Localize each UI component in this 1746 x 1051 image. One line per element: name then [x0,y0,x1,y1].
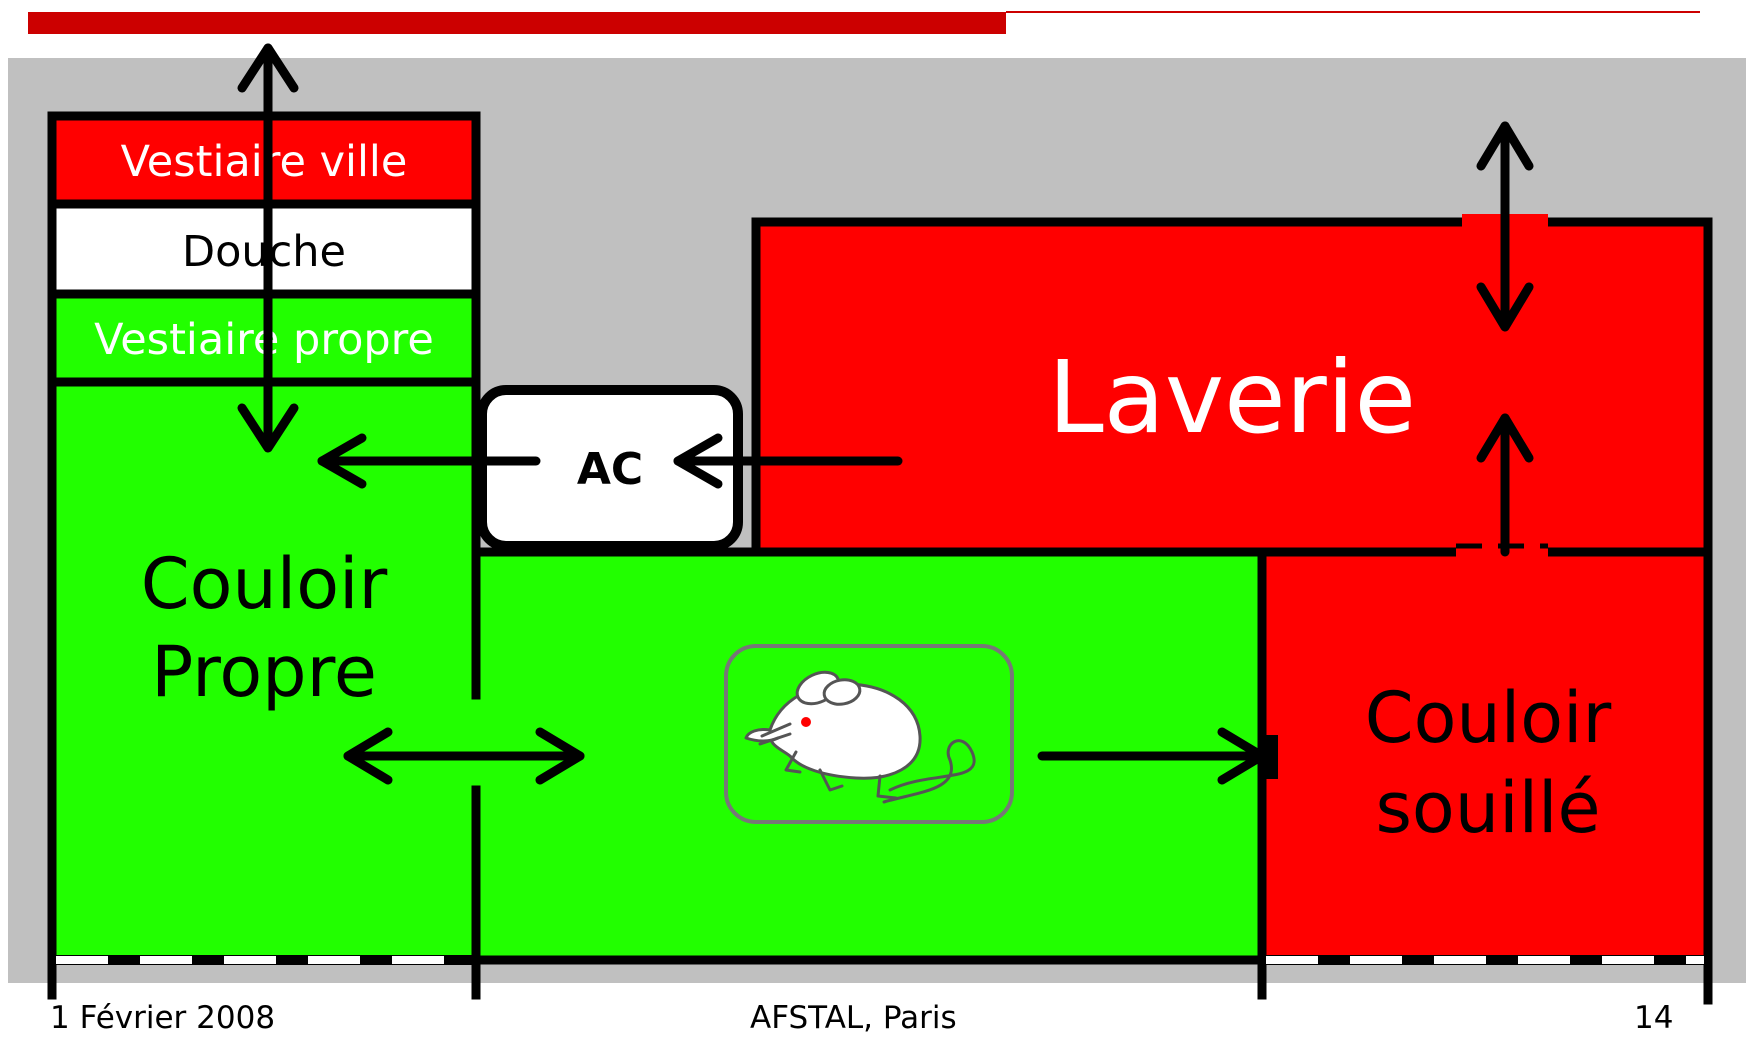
arrow-ac-to-couloir [317,433,541,489]
double-arrow-couloir-animal [343,727,585,785]
room-couloir-souille [1266,556,1708,960]
label-couloir-propre-1: Couloir [141,543,388,625]
label-laverie: Laverie [1048,339,1416,456]
footer-event: AFSTAL, Paris [750,1000,957,1036]
mouse-icon [724,644,1014,824]
label-couloir-souille-1: Couloir [1365,677,1612,759]
airlock-box [477,385,743,551]
header-accent-bar [28,12,1006,34]
double-arrow-laverie-exterior [1476,121,1534,332]
footer-page-number: 14 [1634,1000,1674,1036]
arrow-animal-to-souille [1037,727,1267,785]
arrow-laverie-to-ac [673,433,903,489]
souille-door-frame [1262,735,1278,779]
double-arrow-vertical-changing [237,43,299,453]
footer-date: 1 Février 2008 [50,1000,276,1036]
arrow-souille-to-laverie [1476,413,1534,557]
label-couloir-souille-2: souillé [1375,767,1600,849]
label-couloir-propre-2: Propre [151,631,377,713]
footer-area [0,983,1746,1051]
room-couloir-propre [52,386,476,960]
label-ac: AC [577,444,643,495]
room-laverie [756,222,1708,552]
